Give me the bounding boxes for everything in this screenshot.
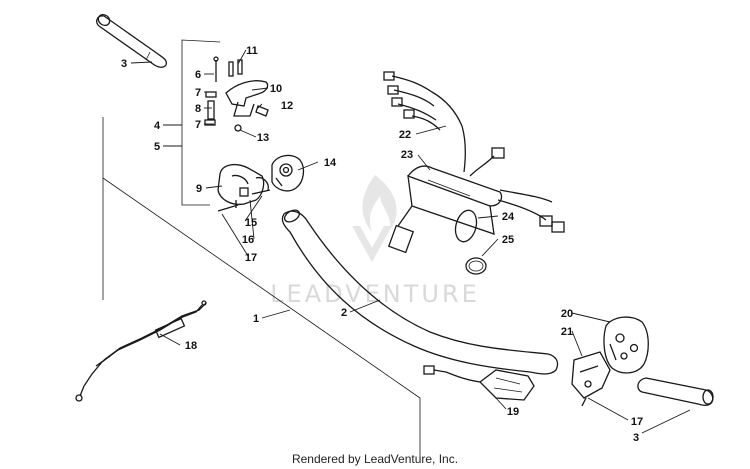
callout-23: 23 bbox=[401, 149, 413, 161]
callout-2: 2 bbox=[341, 307, 347, 319]
callout-15: 15 bbox=[245, 217, 257, 229]
callout-21: 21 bbox=[561, 326, 573, 338]
throttle-housing bbox=[217, 163, 271, 212]
throttle-cable bbox=[75, 300, 207, 402]
callout-11: 11 bbox=[246, 45, 258, 57]
callout-7-upper: 7 bbox=[195, 87, 201, 99]
handlebar bbox=[281, 209, 559, 375]
callout-1: 1 bbox=[253, 313, 259, 325]
callout-8: 8 bbox=[195, 103, 201, 115]
footer-credit: Rendered by LeadVenture, Inc. bbox=[291, 452, 459, 466]
callout-22: 22 bbox=[399, 129, 411, 141]
callout-20: 20 bbox=[561, 308, 573, 320]
callout-9: 9 bbox=[196, 183, 202, 195]
watermark: LEADVENTURE bbox=[270, 175, 480, 308]
callout-6: 6 bbox=[195, 69, 201, 81]
callout-17-right: 17 bbox=[631, 416, 643, 428]
callout-18: 18 bbox=[185, 340, 197, 352]
mount-bracket bbox=[571, 351, 611, 407]
callout-13: 13 bbox=[257, 132, 269, 144]
control-module bbox=[387, 165, 503, 254]
callout-25: 25 bbox=[502, 234, 514, 246]
wiring-harness bbox=[383, 71, 565, 233]
right-switch bbox=[603, 316, 649, 374]
left-grip bbox=[96, 14, 168, 68]
callout-labels: 1 2 3 3 4 5 6 7 7 8 9 10 11 12 13 14 15 … bbox=[121, 45, 643, 444]
callout-19: 19 bbox=[507, 406, 519, 418]
frame-lines bbox=[102, 39, 421, 459]
callout-10: 10 bbox=[270, 83, 282, 95]
callout-16: 16 bbox=[242, 234, 254, 246]
callout-3-right: 3 bbox=[633, 432, 639, 444]
callout-17-left: 17 bbox=[245, 252, 257, 264]
callout-24: 24 bbox=[502, 211, 515, 223]
retaining-ring bbox=[465, 257, 487, 275]
callout-4: 4 bbox=[154, 120, 161, 132]
watermark-text: LEADVENTURE bbox=[270, 280, 480, 308]
right-grip bbox=[637, 377, 714, 406]
leader-lines bbox=[130, 49, 691, 434]
callout-14: 14 bbox=[324, 157, 337, 169]
callout-7-lower: 7 bbox=[195, 119, 201, 131]
callout-5: 5 bbox=[154, 141, 160, 153]
callout-3-left: 3 bbox=[121, 58, 127, 70]
callout-12: 12 bbox=[281, 100, 293, 112]
watermark-flame-icon bbox=[362, 175, 397, 232]
left-switch bbox=[271, 154, 305, 192]
throttle-block bbox=[204, 56, 269, 132]
